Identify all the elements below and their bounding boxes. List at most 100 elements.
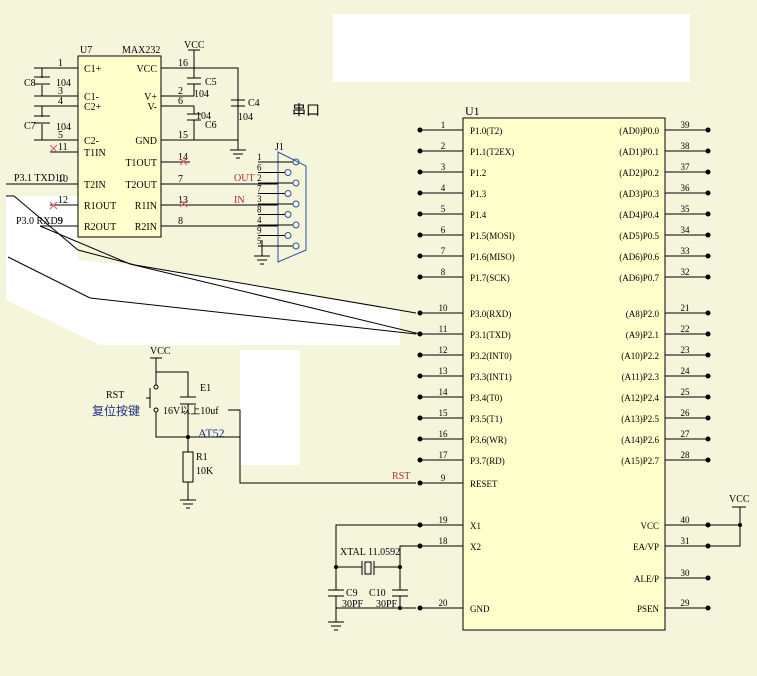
e1-ref: E1 <box>200 383 211 394</box>
mcu-pin-num: 19 <box>439 515 449 525</box>
mcu-pin-dot <box>417 232 423 238</box>
mcu-pin-name: P1.2 <box>470 168 486 178</box>
max232-pin-num: 13 <box>178 195 188 206</box>
mcu-pin-num: 40 <box>681 515 691 525</box>
max232-pin-name: T1IN <box>84 148 106 159</box>
mcu-pin-num: 8 <box>441 267 446 277</box>
mcu-pin-num: 18 <box>439 536 449 546</box>
mcu-chip: U1 1P1.0(T2)2P1.1(T2EX)3P1.24P1.35P1.46P… <box>417 104 711 631</box>
max232-pin-num: 10 <box>58 174 68 185</box>
mcu-pin-name: (A15)P2.7 <box>621 456 659 466</box>
connector-pin-num: 8 <box>257 205 262 215</box>
mcu-pin-name: (AD4)P0.4 <box>619 210 659 220</box>
mcu-pin-num: 27 <box>681 429 691 439</box>
connector-pin-num: 5 <box>257 236 262 246</box>
mcu-pin-dot <box>705 457 711 463</box>
max232-pin-name: T2OUT <box>125 180 157 191</box>
max232-pin-name: T2IN <box>84 180 106 191</box>
connector-pin <box>292 242 300 250</box>
c7-value: 104 <box>56 122 71 133</box>
mcu-pin-num: 6 <box>441 225 446 235</box>
mcu-pin-name: P1.4 <box>470 210 487 220</box>
mcu-pin-num: 16 <box>439 429 449 439</box>
mcu-pin-num: 3 <box>441 162 446 172</box>
mcu-pin-dot <box>705 352 711 358</box>
mcu-pin-num: 24 <box>681 366 691 376</box>
mcu-pin-num: 36 <box>681 183 691 193</box>
c4-value: 104 <box>238 112 253 123</box>
max232-pin-name: C2- <box>84 136 99 147</box>
max232-cap-wiring <box>34 49 246 159</box>
mcu-pin-dot <box>705 148 711 154</box>
connector-pin-num: 2 <box>257 173 262 183</box>
mcu-pin-dot <box>705 415 711 421</box>
mcu-pin-num: 35 <box>681 204 691 214</box>
mcu-pin-num: 2 <box>441 141 446 151</box>
r1-value: 10K <box>196 466 214 477</box>
mcu-pin-name: P1.5(MOSI) <box>470 231 515 241</box>
max232-pin-num: 4 <box>58 96 63 107</box>
net-out: OUT <box>234 173 255 184</box>
mcu-pin-name: (A13)P2.5 <box>621 414 659 424</box>
mcu-pin-dot <box>705 575 711 581</box>
connector-pin <box>284 169 292 176</box>
max232-pin-name: V+ <box>144 92 157 103</box>
mcu-vcc-wiring <box>708 506 746 547</box>
j1-ref: J1 <box>275 142 284 153</box>
mcu-pin-dot <box>417 480 423 486</box>
mcu-pin-num: 14 <box>439 387 449 397</box>
connector-pin <box>284 211 292 218</box>
connector-pin <box>292 200 300 208</box>
mcu-pin-num: 22 <box>681 324 690 334</box>
mcu-pin-dot <box>417 352 423 358</box>
mcu-pin-num: 32 <box>681 267 690 277</box>
mcu-pin-name: RESET <box>470 479 498 489</box>
mcu-pin-name: P3.0(RXD) <box>470 309 511 319</box>
max232-pin-num: 6 <box>178 96 183 107</box>
mcu-pin-dot <box>705 436 711 442</box>
mcu-pin-dot <box>417 605 423 611</box>
mcu-pin-name: P3.1(TXD) <box>470 330 511 340</box>
max232-pin-name: GND <box>135 136 157 147</box>
max232-pin-name: C2+ <box>84 102 102 113</box>
e1-value: 16V以上10uf <box>163 405 219 417</box>
no-connect-marks <box>49 144 188 210</box>
mcu-pin-name: P1.0(T2) <box>470 126 502 136</box>
connector-pin <box>284 190 292 197</box>
mcu-pin-num: 13 <box>439 366 449 376</box>
mcu-pin-dot <box>705 394 711 400</box>
mcu-pin-dot <box>417 253 423 259</box>
mcu-pin-num: 12 <box>439 345 448 355</box>
max232-pin-num: 9 <box>58 216 63 227</box>
connector-pin <box>292 158 300 166</box>
connector-pin <box>292 179 300 187</box>
mcu-pin-name: P1.3 <box>470 189 487 199</box>
mcu-pin-num: 5 <box>441 204 446 214</box>
c9-ref: C9 <box>346 588 358 599</box>
net-txd: P3.1 TXD10 <box>14 173 65 184</box>
mcu-pin-name: P1.1(T2EX) <box>470 147 514 157</box>
mcu-pin-name: (A8)P2.0 <box>626 309 660 319</box>
mcu-pin-num: 17 <box>439 450 449 460</box>
mcu-pin-dot <box>705 190 711 196</box>
mcu-pin-dot <box>705 310 711 316</box>
max232-pin-num: 14 <box>178 152 188 163</box>
mcu-pin-name: PSEN <box>637 604 660 614</box>
mcu-pin-dot <box>417 211 423 217</box>
xtal-label: XTAL 11.0592 <box>340 547 400 558</box>
reset-button-label: 复位按键 <box>92 403 140 418</box>
mcu-pin-num: 11 <box>439 324 448 334</box>
white-patch <box>333 14 690 82</box>
mcu-pin-num: 10 <box>439 303 449 313</box>
mcu-pin-dot <box>417 436 423 442</box>
connector-pin-num: 3 <box>257 194 262 204</box>
c8-ref: C8 <box>24 78 36 89</box>
mcu-pin-dot <box>417 169 423 175</box>
max232-cap-labels: C8 104 C7 104 C5 104 C6 104 C4 104 <box>24 77 260 133</box>
c6-ref: C6 <box>205 120 217 131</box>
mcu-pin-num: 31 <box>681 536 690 546</box>
c10-ref: C10 <box>369 588 386 599</box>
max232-pin-name: T1OUT <box>125 158 157 169</box>
max232-pin-name: R1IN <box>135 201 157 212</box>
